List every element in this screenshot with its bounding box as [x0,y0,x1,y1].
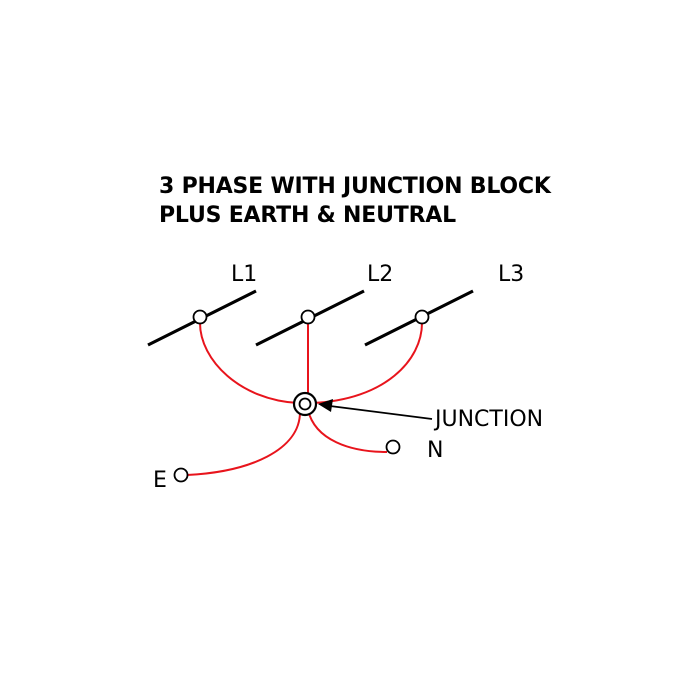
junction-block-icon [292,391,318,417]
diagram-title: 3 PHASE WITH JUNCTION BLOCK PLUS EARTH &… [159,172,551,230]
wire-earth [186,411,301,476]
terminals [173,309,430,483]
title-line-2: PLUS EARTH & NEUTRAL [159,203,456,228]
junction-arrow-icon [318,399,433,420]
terminal-l2-icon [300,309,316,325]
terminal-l3-icon [414,309,430,325]
label-junction: JUNCTION [435,407,544,432]
label-earth: E [153,468,167,493]
label-l2: L2 [367,262,394,287]
label-l1: L1 [231,262,258,287]
terminal-earth-icon [173,467,189,483]
wires [186,322,423,476]
terminal-l1-icon [192,309,208,325]
wire-neutral [307,409,388,453]
wire-l1 [199,322,299,404]
terminal-neutral-icon [385,439,401,455]
wire-l3 [311,322,423,404]
title-line-1: 3 PHASE WITH JUNCTION BLOCK [159,174,551,199]
label-l3: L3 [498,262,525,287]
label-neutral: N [427,438,444,463]
